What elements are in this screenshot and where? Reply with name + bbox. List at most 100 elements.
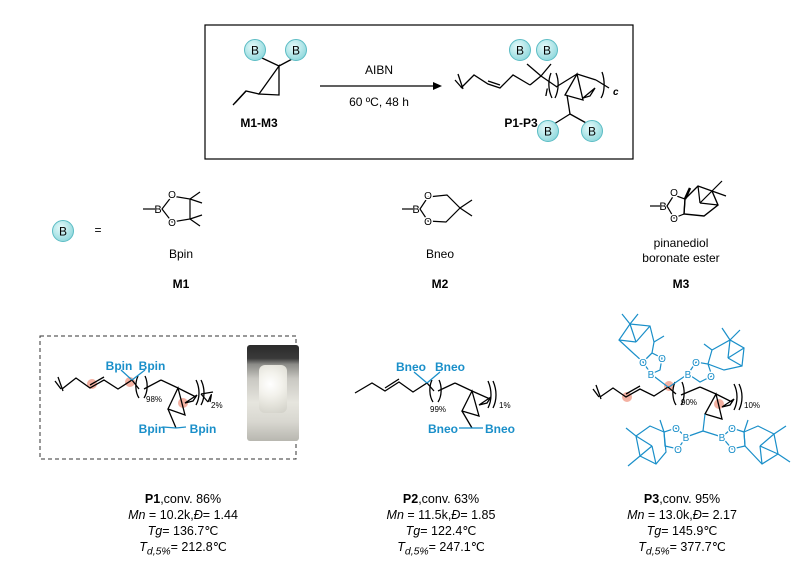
- p1-caption: P1,conv. 86% Mn = 10.2k,Đ= 1.44 Tg= 136.…: [83, 491, 283, 561]
- p3-td: = 377.7℃: [669, 540, 726, 554]
- p3-atom-labels: B O O B O O B O O B O O: [638, 353, 738, 458]
- p2-td: = 247.1℃: [428, 540, 485, 554]
- td-label: T: [139, 540, 147, 554]
- p2-d: = 1.85: [460, 508, 496, 522]
- atom-label: B: [659, 201, 666, 213]
- svg-text:O: O: [707, 372, 715, 383]
- atom-label: O: [424, 217, 432, 228]
- atom-label: O: [168, 190, 176, 201]
- pct-cyclo-p1: 2%: [211, 401, 223, 410]
- svg-text:O: O: [692, 358, 700, 369]
- p1-mn-line: Mn = 10.2k,Đ= 1.44: [83, 507, 283, 523]
- monomer-structure: [232, 57, 295, 106]
- bead-label: B: [59, 225, 67, 239]
- group-label: Bneo: [485, 422, 515, 436]
- initiator-label: AIBN: [365, 63, 393, 77]
- group-label: Bpin: [139, 359, 166, 373]
- td-sub: d,5%: [404, 546, 429, 558]
- svg-text:O: O: [658, 354, 666, 365]
- polymer-structure: [454, 63, 610, 125]
- svg-text:O: O: [728, 445, 736, 456]
- svg-text:O: O: [674, 445, 682, 456]
- bead-label: B: [516, 44, 524, 58]
- atom-label: O: [168, 218, 176, 229]
- equals-sign: =: [94, 223, 101, 237]
- group-label: Bneo: [435, 360, 465, 374]
- group-name-pinanediol-2: boronate ester: [642, 251, 719, 265]
- td-label: T: [397, 540, 405, 554]
- p1-conv: ,conv. 86%: [160, 492, 222, 506]
- monomer-label: M1-M3: [240, 116, 278, 130]
- bneo-structure: [402, 194, 473, 223]
- bead-label: B: [588, 125, 596, 139]
- monomer-id-m3: M3: [673, 277, 690, 291]
- atom-label: O: [670, 188, 678, 199]
- td-sub: d,5%: [645, 546, 670, 558]
- svg-text:B: B: [648, 370, 655, 381]
- polymer-photo: [247, 345, 299, 441]
- p2-id: P2: [402, 492, 419, 506]
- p2-mn-line: Mn = 11.5k,Đ= 1.85: [341, 507, 541, 523]
- monomer-id-m1: M1: [173, 277, 190, 291]
- svg-text:O: O: [728, 424, 736, 435]
- p2-mn: = 11.5k,: [403, 508, 452, 522]
- p2-conv: ,conv. 63%: [418, 492, 480, 506]
- p1-conv-line: P1,conv. 86%: [83, 491, 283, 507]
- pct-cyclo-p2: 1%: [499, 401, 511, 410]
- p2-conv-line: P2,conv. 63%: [341, 491, 541, 507]
- mn-label: Mn: [627, 508, 645, 522]
- mn-label: Mn: [386, 508, 404, 522]
- svg-text:O: O: [672, 424, 680, 435]
- atom-label: O: [670, 214, 678, 225]
- d-label: Đ: [451, 508, 461, 522]
- svg-text:B: B: [719, 433, 726, 444]
- p1-tg-line: Tg= 136.7℃: [83, 523, 283, 539]
- reaction-arrow: [320, 82, 442, 90]
- bead-label: B: [292, 44, 300, 58]
- scheme-box: [204, 24, 634, 160]
- tg-label: Tg: [147, 524, 163, 538]
- p1-tg: = 136.7℃: [162, 524, 219, 538]
- atom-label: B: [412, 204, 419, 216]
- bead-b-icon: [509, 39, 603, 142]
- mn-label: Mn: [128, 508, 146, 522]
- td-sub: d,5%: [146, 546, 171, 558]
- p3-d: = 2.17: [701, 508, 737, 522]
- p1-td: = 212.8℃: [170, 540, 227, 554]
- pct-cyclo-p3: 10%: [744, 401, 760, 410]
- p3-structure: [592, 313, 791, 467]
- group-label: Bpin: [190, 422, 217, 436]
- p3-tg: = 145.9℃: [661, 524, 718, 538]
- subscript-c: c: [613, 87, 619, 98]
- p2-caption: P2,conv. 63% Mn = 11.5k,Đ= 1.85 Tg= 122.…: [341, 491, 541, 561]
- svg-text:B: B: [685, 370, 692, 381]
- p3-id: P3: [643, 492, 660, 506]
- p3-conv-line: P3,conv. 95%: [582, 491, 782, 507]
- p1-d: = 1.44: [202, 508, 238, 522]
- p1-structure: [54, 369, 214, 429]
- polymer-label: P1-P3: [504, 116, 538, 130]
- group-label: Bpin: [106, 359, 133, 373]
- bead-label: B: [251, 44, 259, 58]
- d-label: Đ: [193, 508, 203, 522]
- bead-b-icon: [52, 220, 74, 242]
- conditions-label: 60 ºC, 48 h: [349, 95, 409, 109]
- group-label: Bneo: [396, 360, 426, 374]
- svg-text:B: B: [683, 433, 690, 444]
- p3-mn-line: Mn = 13.0k,Đ= 2.17: [582, 507, 782, 523]
- p3-tg-line: Tg= 145.9℃: [582, 523, 782, 539]
- pct-linear-p2: 99%: [430, 405, 446, 414]
- bead-label: B: [543, 44, 551, 58]
- bpin-structure: [143, 191, 203, 227]
- d-label: Đ: [692, 508, 702, 522]
- p3-caption: P3,conv. 95% Mn = 13.0k,Đ= 2.17 Tg= 145.…: [582, 491, 782, 561]
- svg-text:O: O: [639, 358, 647, 369]
- p1-mn: = 10.2k,: [145, 508, 194, 522]
- group-label: Bneo: [428, 422, 458, 436]
- p2-tg: = 122.4℃: [420, 524, 477, 538]
- bead-label: B: [544, 125, 552, 139]
- atom-label: B: [154, 204, 161, 216]
- tg-label: Tg: [646, 524, 662, 538]
- bead-b-icon: [244, 39, 307, 61]
